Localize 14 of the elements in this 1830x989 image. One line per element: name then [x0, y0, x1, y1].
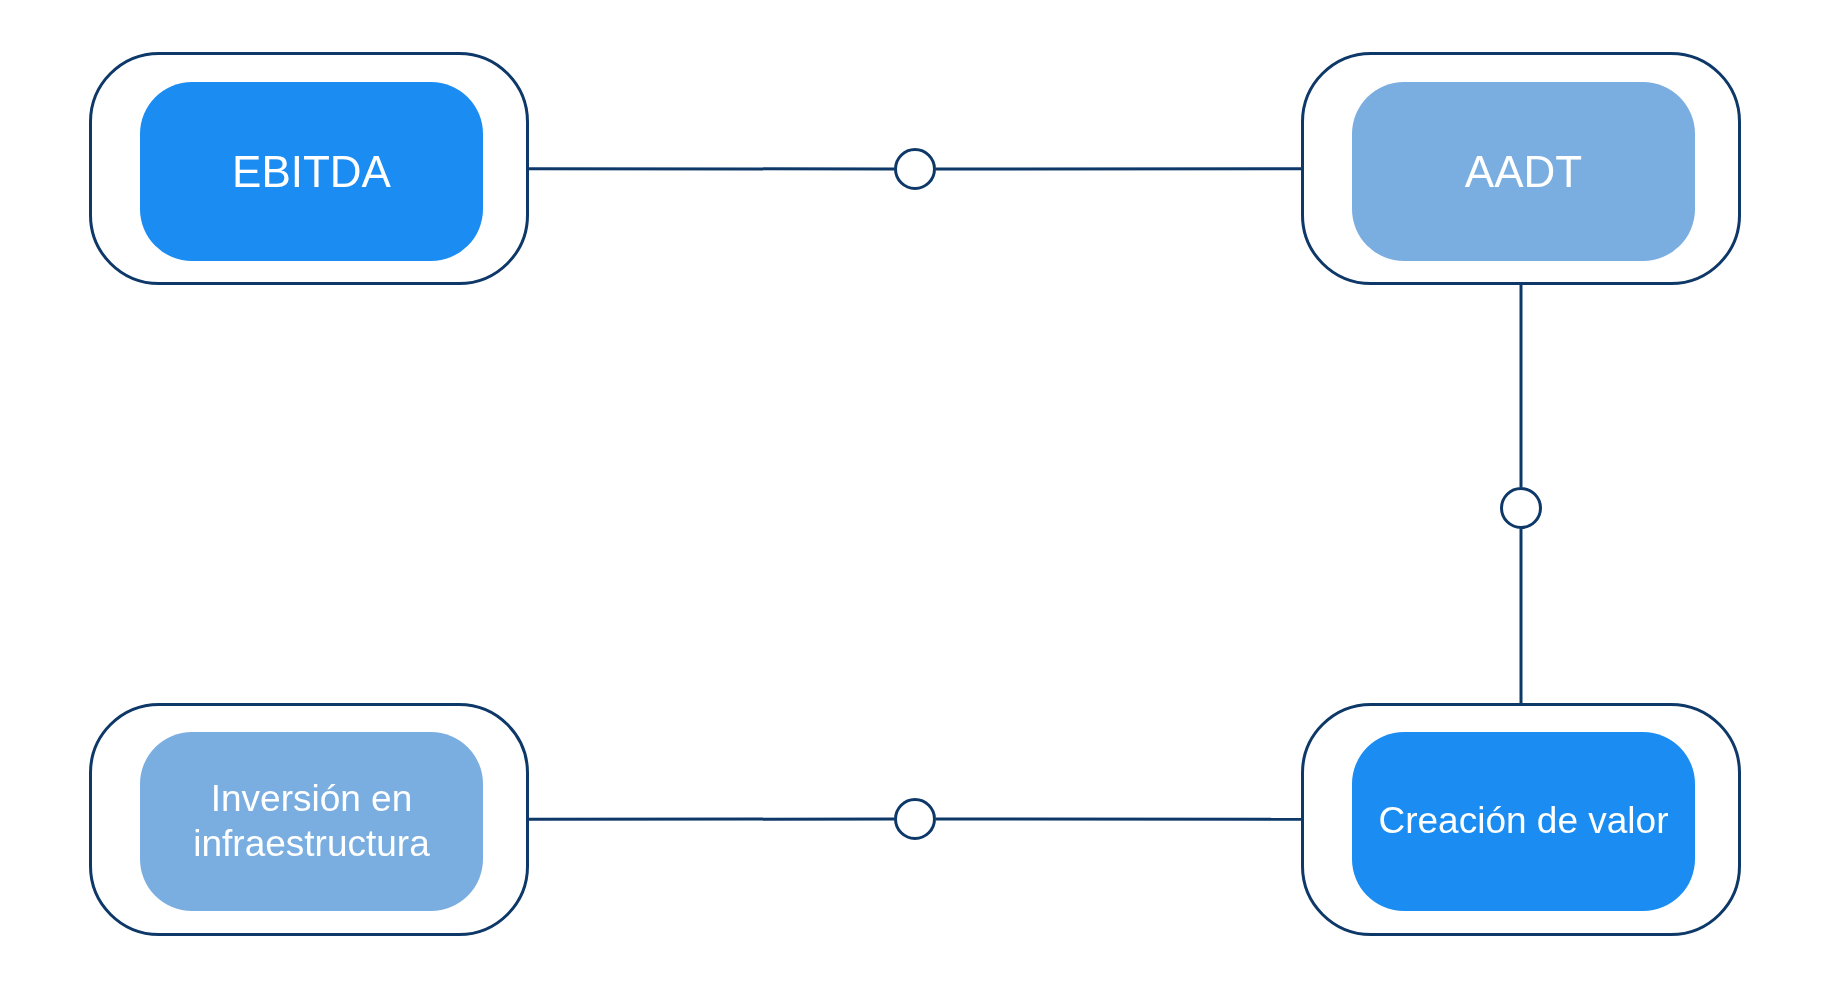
label-box: Creación de valor: [1352, 732, 1695, 911]
label-box: AADT: [1352, 82, 1695, 261]
connector-line: [936, 817, 1301, 821]
connector-line: [529, 817, 894, 821]
connector-line: [936, 167, 1301, 171]
label-box: EBITDA: [140, 82, 483, 261]
connector-line: [1519, 285, 1523, 487]
outer-frame: [89, 703, 529, 936]
outer-frame: [89, 52, 529, 285]
connector-line: [529, 167, 894, 171]
label-box: Inversión en infraestructura: [140, 732, 483, 911]
connector-line: [1519, 529, 1523, 703]
outer-frame: [1301, 703, 1741, 936]
outer-frame: [1301, 52, 1741, 285]
